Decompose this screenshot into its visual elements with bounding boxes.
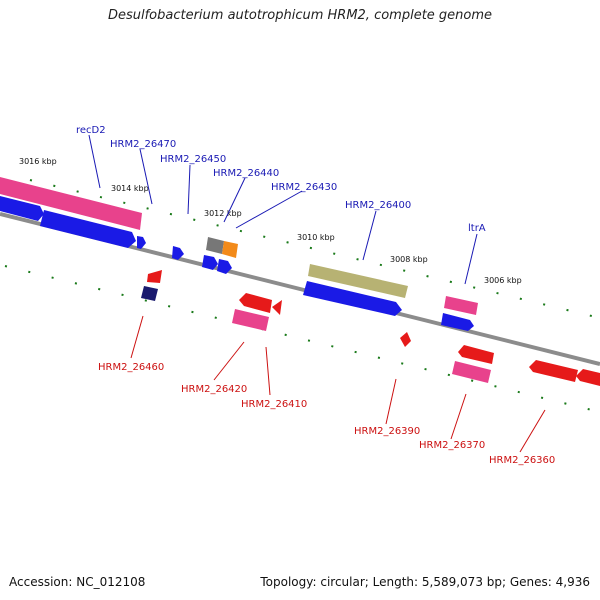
gene-pink	[232, 309, 269, 331]
kbp-label: 3010 kbp	[297, 233, 335, 242]
gene-gray	[206, 237, 224, 254]
gene-label-bottom: HRM2_26460	[98, 362, 164, 373]
kbp-label: 3006 kbp	[484, 276, 522, 285]
bottom-leader-lines	[130, 315, 546, 453]
gene-reverse	[147, 270, 162, 283]
gene-label-bottom: HRM2_26360	[489, 455, 555, 466]
gene-label-top: HRM2_26470	[110, 139, 176, 150]
outer-tick-track	[29, 179, 600, 319]
gene-pink	[452, 361, 491, 383]
top-leader-lines	[88, 134, 478, 285]
gene-orange	[222, 241, 238, 258]
gene-forward	[217, 259, 232, 274]
gene-label-bottom: HRM2_26420	[181, 384, 247, 395]
gene-reverse	[529, 360, 578, 382]
topology-text: Topology: circular; Length: 5,589,073 bp…	[260, 575, 590, 589]
gene-olive	[308, 264, 408, 298]
gene-ltrA	[444, 296, 478, 315]
gene-recD2	[0, 177, 142, 230]
gene-forward	[0, 196, 44, 221]
gene-reverse	[272, 300, 282, 315]
gene-reverse	[239, 293, 272, 313]
gene-forward	[40, 210, 136, 248]
gene-forward	[137, 236, 146, 249]
gene-reverse	[576, 369, 600, 386]
gene-reverse	[458, 345, 494, 364]
gene-label-top: HRM2_26440	[213, 168, 279, 179]
gene-label-bottom: HRM2_26390	[354, 426, 420, 437]
gene-forward	[202, 255, 218, 270]
gene-label-bottom: HRM2_26370	[419, 440, 485, 451]
kbp-label: 3014 kbp	[111, 184, 149, 193]
gene-forward	[303, 281, 402, 316]
gene-label-top: recD2	[76, 125, 106, 136]
gene-label-top: ltrA	[468, 223, 486, 234]
kbp-label: 3008 kbp	[390, 255, 428, 264]
figure-title: Desulfobacterium autotrophicum HRM2, com…	[107, 8, 493, 23]
kbp-label: 3016 kbp	[19, 157, 57, 166]
gene-label-top: HRM2_26400	[345, 200, 411, 211]
accession-text: Accession: NC_012108	[9, 575, 146, 589]
gene-label-bottom: HRM2_26410	[241, 399, 307, 410]
gene-label-top: HRM2_26450	[160, 154, 226, 165]
kbp-label: 3012 kbp	[204, 209, 242, 218]
gene-navy	[141, 286, 158, 301]
gene-forward	[441, 313, 474, 331]
gene-forward	[172, 246, 184, 260]
gene-reverse	[400, 332, 411, 347]
gene-label-top: HRM2_26430	[271, 182, 337, 193]
